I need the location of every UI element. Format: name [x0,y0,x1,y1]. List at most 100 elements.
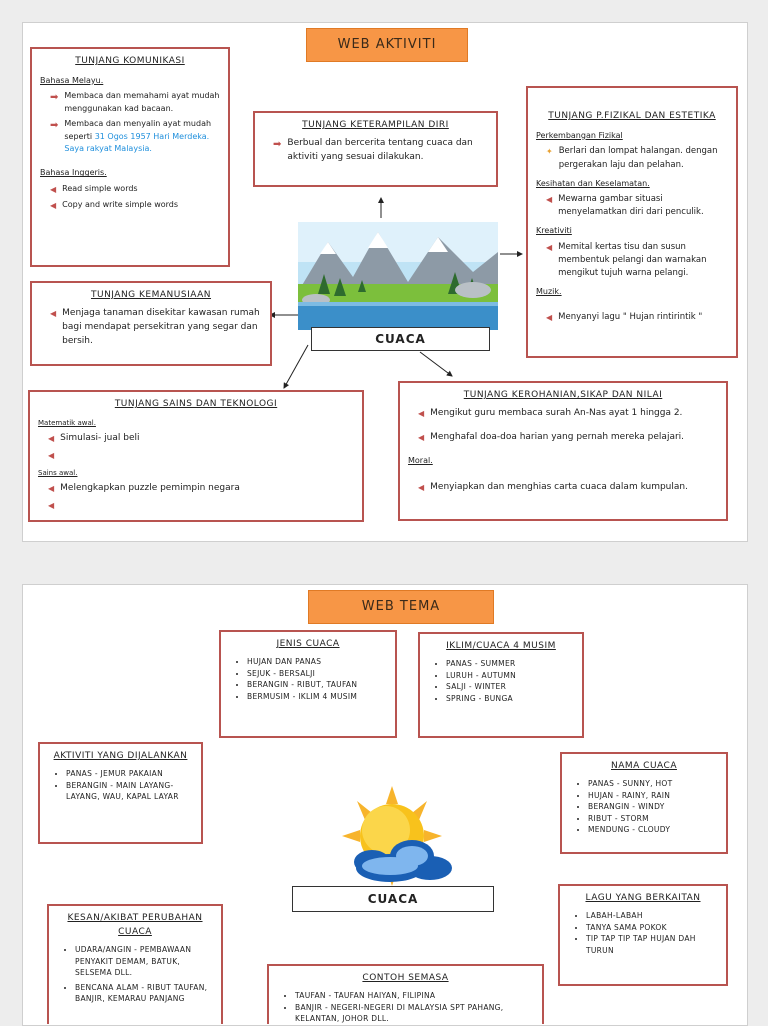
kerohanian-item-2: ◀Menghafal doa-doa harian yang pernah me… [418,431,718,445]
flag-bullet-icon: ◀ [418,408,425,418]
lagu-list: LABAH-LABAH TANYA SAMA POKOK TIP TAP TIP… [568,910,718,957]
fizikal-s4-item: ◀Menyanyi lagu " Hujan rintirintik " [546,311,728,324]
iklim-title: IKLIM/CUACA 4 MUSIM [446,641,556,651]
list-item: SEJUK - BERSALJI [247,668,387,680]
flag-bullet-icon: ◀ [48,500,55,510]
list-item: HUJAN - RAINY, RAIN [588,790,718,802]
arrow-bullet-icon: ➡ [273,138,282,150]
list-item: PANAS - JEMUR PAKAIAN [66,768,193,780]
list-item: BERANGIN - RIBUT, TAUFAN [247,679,387,691]
fizikal-title: TUNJANG P.FIZIKAL DAN ESTETIKA [548,111,716,121]
moral-label: Moral. [408,455,433,465]
keterampilan-title: TUNJANG KETERAMPILAN DIRI [302,120,449,130]
contoh-box: CONTOH SEMASA TAUFAN - TAUFAN HAIYAN, FI… [267,964,544,1024]
list-item: RIBUT - STORM [588,813,718,825]
sains-s2-empty: ◀ [48,499,354,512]
bi-item-2: ◀Copy and write simple words [50,199,220,212]
fizikal-s3: Kreativiti [536,226,572,236]
list-item: MENDUNG - CLOUDY [588,824,718,836]
jenis-cuaca-box: JENIS CUACA HUJAN DAN PANAS SEJUK - BERS… [219,630,397,738]
landscape-illustration [298,222,498,330]
list-item: HUJAN DAN PANAS [247,656,387,668]
list-item: UDARA/ANGIN - PEMBAWAAN PENYAKIT DEMAM, … [75,944,213,979]
nama-cuaca-box: NAMA CUACA PANAS - SUNNY, HOT HUJAN - RA… [560,752,728,854]
arrow-bullet-icon: ➡ [50,120,59,132]
aktiviti-title: AKTIVITI YANG DIJALANKAN [53,751,188,761]
kesan-list: UDARA/ANGIN - PEMBAWAAN PENYAKIT DEMAM, … [57,944,213,1005]
flag-bullet-icon: ◀ [50,184,57,194]
tunjang-komunikasi-box: TUNJANG KOMUNIKASI Bahasa Melayu. ➡Memba… [30,47,230,267]
keterampilan-item: ➡Berbual dan bercerita tentang cuaca dan… [273,137,473,162]
list-item: TAUFAN - TAUFAN HAIYAN, FILIPINA [295,990,534,1002]
fizikal-s4: Muzik. [536,287,562,297]
jenis-title: JENIS CUACA [276,639,340,649]
tunjang-kemanusiaan-box: TUNJANG KEMANUSIAAN ◀Menjaga tanaman dis… [30,281,272,366]
list-item: PANAS - SUNNY, HOT [588,778,718,790]
jenis-list: HUJAN DAN PANAS SEJUK - BERSALJI BERANGI… [229,656,387,703]
flag-bullet-icon: ◀ [546,195,553,205]
flag-bullet-icon: ◀ [48,433,55,443]
sains-s1-item: ◀Simulasi- jual beli [48,432,354,446]
aktiviti-box: AKTIVITI YANG DIJALANKAN PANAS - JEMUR P… [38,742,203,844]
list-item: BENCANA ALAM - RIBUT TAUFAN, BANJIR, KEM… [75,982,213,1005]
runner-icon: ✦ [546,147,553,157]
kesan-box: KESAN/AKIBAT PERUBAHAN CUACA UDARA/ANGIN… [47,904,223,1024]
tunjang-fizikal-box: TUNJANG P.FIZIKAL DAN ESTETIKA Perkemban… [526,86,738,358]
flag-bullet-icon: ◀ [546,242,553,252]
flag-bullet-icon: ◀ [418,483,425,493]
nama-list: PANAS - SUNNY, HOT HUJAN - RAINY, RAIN B… [570,778,718,836]
contoh-title: CONTOH SEMASA [362,973,449,983]
list-item: BERANGIN - WINDY [588,801,718,813]
list-item: BERMUSIM - IKLIM 4 MUSIM [247,691,387,703]
kesan-title: KESAN/AKIBAT PERUBAHAN CUACA [67,913,203,937]
list-item: PANAS - SUMMER [446,658,574,670]
sains-s1: Matematik awal. [38,418,96,427]
sains-s2: Sains awal. [38,469,78,478]
flag-bullet-icon: ◀ [418,432,425,442]
list-item: SALJI - WINTER [446,681,574,693]
bm-label: Bahasa Melayu. [40,75,104,85]
list-item: SPRING - BUNGA [446,693,574,705]
fizikal-s2-item: ◀Mewarna gambar situasi menyelamatkan di… [546,194,704,218]
sains-s2-item: ◀Melengkapkan puzzle pemimpin negara [48,482,354,496]
kemanusiaan-item: ◀Menjaga tanaman disekitar kawasan rumah… [50,307,260,346]
sains-s1-empty: ◀ [48,449,354,462]
lagu-box: LAGU YANG BERKAITAN LABAH-LABAH TANYA SA… [558,884,728,986]
list-item: TIP TAP TIP TAP HUJAN DAH TURUN [586,933,718,956]
kemanusiaan-title: TUNJANG KEMANUSIAAN [90,290,212,300]
tunjang-kerohanian-box: TUNJANG KEROHANIAN,SIKAP DAN NILAI ◀Meng… [398,381,728,521]
contoh-list: TAUFAN - TAUFAN HAIYAN, FILIPINA BANJIR … [277,990,534,1025]
bm-item-1: ➡Membaca dan memahami ayat mudah menggun… [50,91,220,113]
list-item: BANJIR - NEGERI-NEGERI DI MALAYSIA SPT P… [295,1002,534,1025]
flag-bullet-icon: ◀ [50,308,57,318]
tunjang-keterampilan-box: TUNJANG KETERAMPILAN DIRI ➡Berbual dan b… [253,111,498,187]
kerohanian-item-1: ◀Mengikut guru membaca surah An-Nas ayat… [418,407,718,421]
list-item: BERANGIN - MAIN LAYANG-LAYANG, WAU, KAPA… [66,780,193,803]
flag-bullet-icon: ◀ [48,450,55,460]
fizikal-s2: Kesihatan dan Keselamatan. [536,178,650,188]
bm-item-2: ➡Membaca dan menyalin ayat mudah seperti… [50,119,212,153]
arrow-bullet-icon: ➡ [50,92,59,104]
tema-center-label: CUACA [292,886,494,912]
list-item: TANYA SAMA POKOK [586,922,718,934]
fizikal-s1-item: ✦Berlari dan lompat halangan. dengan per… [546,146,718,170]
list-item: LABAH-LABAH [586,910,718,922]
web-aktiviti-title: WEB AKTIVITI [306,28,468,62]
lagu-title: LAGU YANG BERKAITAN [585,893,701,903]
aktiviti-list: PANAS - JEMUR PAKAIAN BERANGIN - MAIN LA… [48,768,193,803]
flag-bullet-icon: ◀ [546,312,553,322]
iklim-box: IKLIM/CUACA 4 MUSIM PANAS - SUMMER LURUH… [418,632,584,738]
bm-quote: 31 Ogos 1957 Hari Merdeka. Saya rakyat M… [64,131,210,153]
nama-title: NAMA CUACA [611,761,677,771]
fizikal-s1: Perkembangan Fizikal [536,130,623,140]
list-item: LURUH - AUTUMN [446,670,574,682]
komunikasi-title: TUNJANG KOMUNIKASI [75,56,185,66]
web-tema-title: WEB TEMA [308,590,494,624]
tunjang-sains-box: TUNJANG SAINS DAN TEKNOLOGI Matematik aw… [28,390,364,522]
moral-item: ◀Menyiapkan dan menghias carta cuaca dal… [418,481,718,495]
bi-label: Bahasa Inggeris. [40,168,107,178]
bi-item-1: ◀Read simple words [50,183,220,196]
iklim-list: PANAS - SUMMER LURUH - AUTUMN SALJI - WI… [428,658,574,705]
kerohanian-title: TUNJANG KEROHANIAN,SIKAP DAN NILAI [463,390,663,400]
aktiviti-center-label: CUACA [311,327,490,351]
